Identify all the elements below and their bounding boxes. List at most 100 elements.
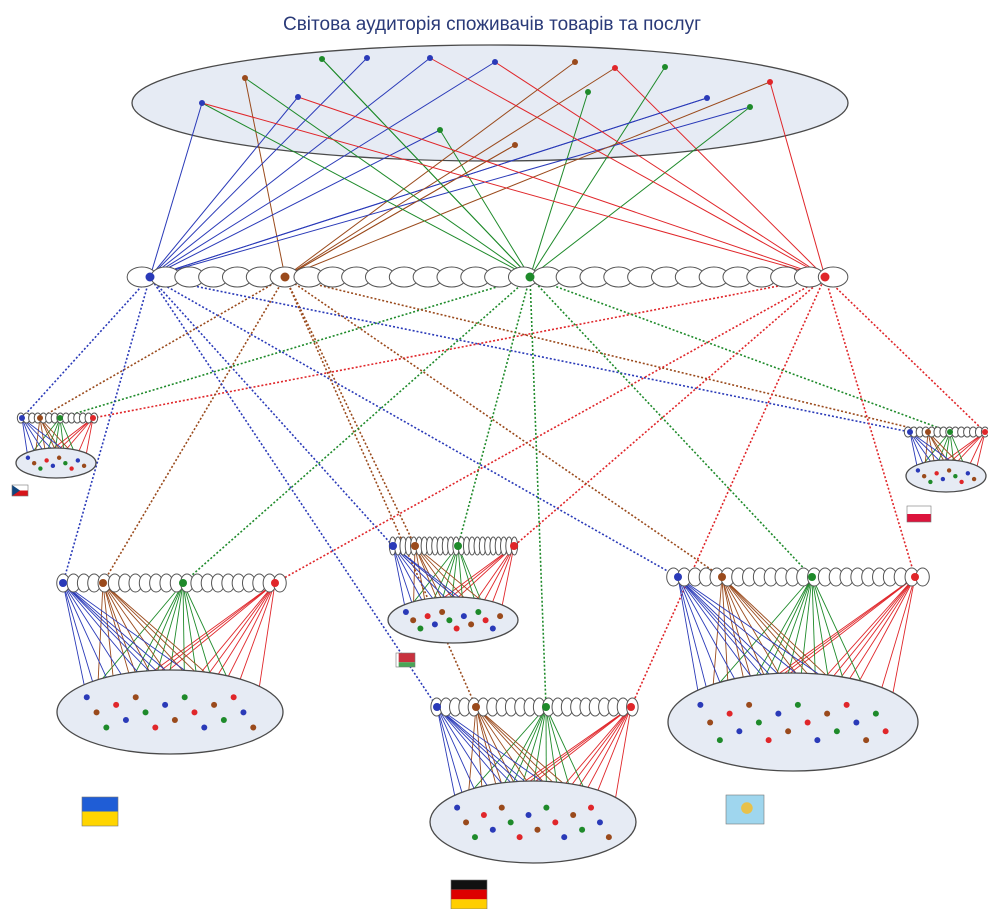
- global-consumer-dot: [242, 75, 248, 81]
- kazakhstan-flag-icon: [725, 794, 765, 825]
- consumer-dot: [230, 694, 237, 701]
- consumer-dot: [959, 479, 964, 485]
- sub-hub-dot: [37, 415, 43, 421]
- poland-firm-chain: [903, 426, 988, 438]
- kazakhstan-audience-ellipse: [667, 672, 919, 772]
- link-line: [614, 67, 826, 278]
- consumer-dot: [882, 728, 889, 735]
- flag-stripe: [82, 797, 118, 812]
- link-line: [149, 106, 751, 278]
- dotted-link-line: [284, 276, 416, 547]
- consumer-dot: [122, 716, 129, 723]
- consumer-dot: [480, 812, 487, 819]
- flag-stripe: [82, 811, 118, 826]
- consumer-dot: [843, 701, 850, 708]
- consumer-dot: [716, 737, 723, 744]
- consumer-dot: [915, 468, 921, 473]
- dotted-link-line: [92, 276, 826, 419]
- flag-stripe: [451, 880, 487, 890]
- consumer-dot: [489, 625, 496, 632]
- link-line: [284, 81, 771, 278]
- global-consumer-dot: [295, 94, 301, 100]
- global-audience-ellipse: [131, 44, 849, 162]
- consumer-dot: [56, 455, 62, 460]
- consumer-dot: [439, 608, 446, 615]
- flag-stripe: [396, 653, 399, 667]
- global-consumer-dot: [199, 100, 205, 106]
- consumer-dot: [928, 479, 933, 485]
- consumer-dot: [833, 728, 840, 735]
- global-consumer-dot: [704, 95, 710, 101]
- consumer-dot: [44, 458, 49, 463]
- consumer-dot: [525, 812, 532, 819]
- flag-stripe: [907, 506, 931, 514]
- flag-stripe: [451, 899, 487, 909]
- consumer-points: [19, 55, 988, 841]
- link-line: [284, 144, 516, 278]
- dotted-link-line: [529, 276, 547, 708]
- global-consumer-dot: [747, 104, 753, 110]
- link-line: [529, 91, 589, 278]
- consumer-dot: [220, 716, 227, 723]
- consumer-dot: [946, 468, 952, 473]
- main-hub-dot: [820, 272, 830, 282]
- dotted-link-line: [529, 276, 813, 578]
- consumer-dot: [211, 701, 218, 708]
- flag-stripe: [396, 662, 415, 667]
- firm-chains: [15, 266, 988, 864]
- link-line: [284, 61, 576, 278]
- sub-hub-dot: [90, 415, 96, 421]
- global-consumer-dot: [319, 56, 325, 62]
- consumer-dot: [934, 471, 939, 476]
- link-line: [149, 97, 708, 278]
- dotted-link-line: [274, 276, 826, 584]
- sub-hub-dot: [542, 703, 550, 711]
- consumer-dot: [468, 621, 475, 628]
- consumer-dot: [804, 719, 811, 726]
- sub-hub-dot: [472, 703, 480, 711]
- consumer-dot: [152, 724, 159, 731]
- consumer-dot: [453, 625, 460, 632]
- consumer-dot: [191, 709, 198, 716]
- consumer-dot: [162, 701, 169, 708]
- link-line: [149, 102, 203, 278]
- flag-sun: [741, 802, 753, 814]
- dotted-link-line: [457, 276, 531, 547]
- germany-firm-chain: [430, 697, 639, 717]
- global-consumer-dot: [364, 55, 370, 61]
- sub-hub-dot: [911, 573, 919, 581]
- sub-hub-dot: [57, 415, 63, 421]
- link-line: [21, 417, 29, 458]
- global-consumer-dot: [437, 127, 443, 133]
- consumer-dot: [240, 709, 247, 716]
- dotted-link-line: [284, 276, 723, 578]
- dotted-link-line: [824, 276, 986, 433]
- consumer-dot: [824, 710, 831, 717]
- link-line: [529, 66, 666, 278]
- consumer-dot: [250, 724, 257, 731]
- sub-hub-dot: [947, 429, 953, 435]
- consumer-dot: [872, 710, 879, 717]
- dotted-link-line: [62, 276, 151, 584]
- consumer-dot: [765, 737, 772, 744]
- link-line: [233, 582, 276, 698]
- consumer-dot: [516, 834, 523, 841]
- diagram-title: Світова аудиторія споживачів товарів та …: [283, 14, 701, 35]
- consumer-dot: [498, 804, 505, 811]
- consumer-dot: [863, 737, 870, 744]
- consumer-dot: [755, 719, 762, 726]
- consumer-dot: [25, 455, 31, 460]
- consumer-dot: [971, 476, 977, 482]
- sub-hub-dot: [454, 542, 462, 550]
- consumer-dot: [707, 719, 714, 726]
- dotted-link-line: [824, 276, 916, 578]
- link-line: [529, 106, 751, 278]
- consumer-dot: [201, 724, 208, 731]
- dotted-link-line: [149, 276, 394, 547]
- flag-border: [81, 796, 119, 827]
- consumer-dot: [460, 613, 467, 620]
- dotted-link-line: [102, 276, 286, 584]
- kazakhstan-firm-chain: [666, 567, 930, 587]
- consumer-dot: [463, 819, 470, 826]
